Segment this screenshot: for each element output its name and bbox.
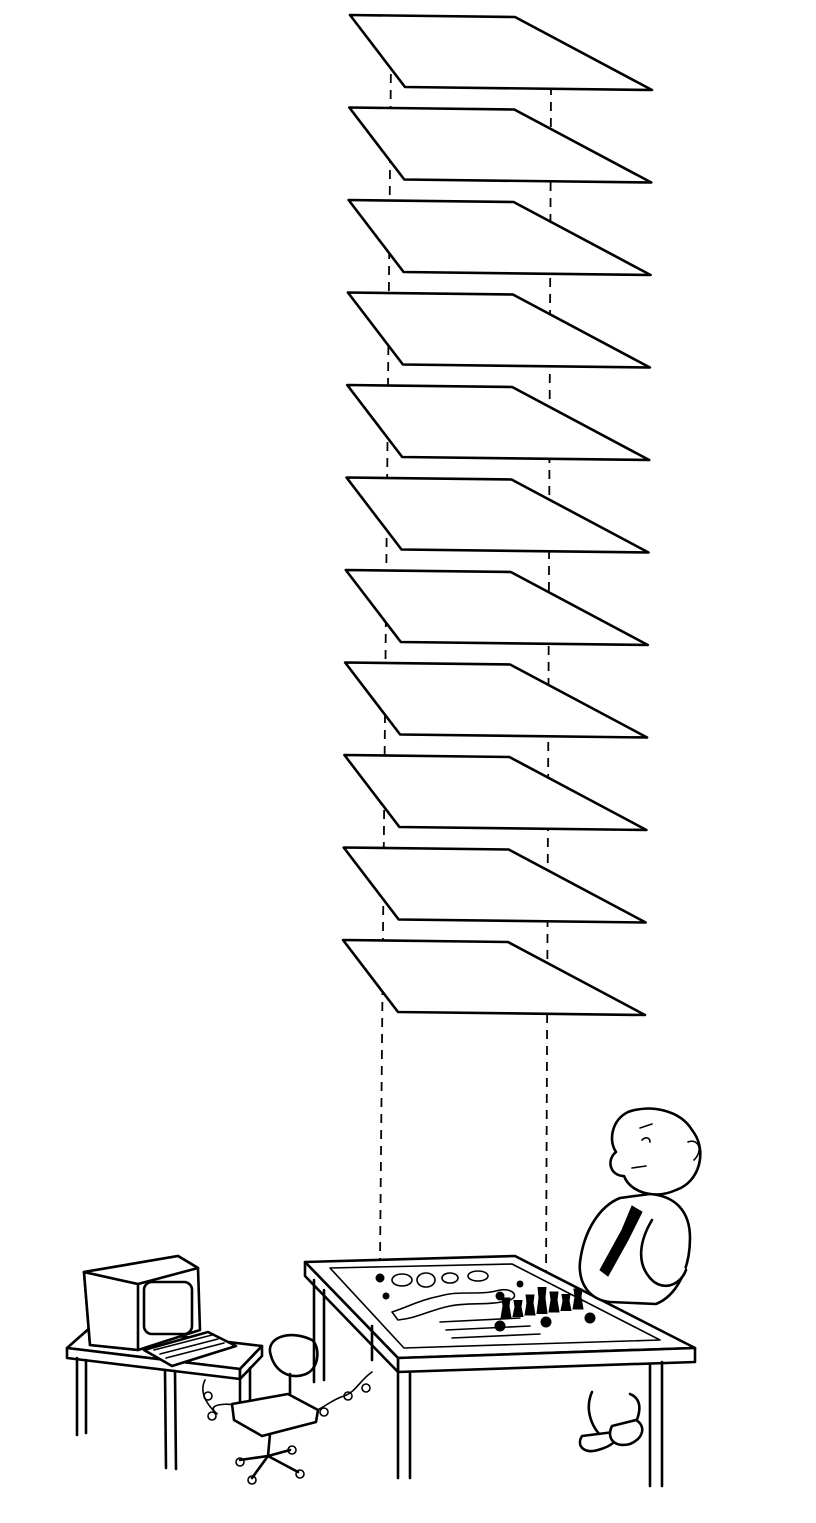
game-table xyxy=(303,1254,697,1488)
board-features xyxy=(391,1270,541,1339)
plane-layer-6 xyxy=(345,476,650,554)
monitor-side xyxy=(82,1270,140,1352)
board-border xyxy=(329,1263,661,1349)
plane-layer-4 xyxy=(346,291,652,369)
chess-piece xyxy=(494,1320,506,1332)
chess-piece xyxy=(524,1294,536,1316)
man-head xyxy=(609,1107,702,1196)
chess-piece xyxy=(512,1300,524,1317)
keyboard-keys xyxy=(153,1334,225,1359)
plane-layer-7 xyxy=(344,568,650,647)
chess-piece xyxy=(500,1297,512,1319)
plane-layer-10 xyxy=(342,846,648,924)
board-river xyxy=(391,1288,516,1321)
plane-layer-9 xyxy=(343,753,648,832)
chess-piece xyxy=(572,1288,584,1310)
computer-terminal xyxy=(82,1254,238,1368)
man-tie xyxy=(599,1205,643,1277)
monitor-screen xyxy=(142,1280,194,1336)
plane-layer-3 xyxy=(347,198,652,277)
plane-layer-5 xyxy=(345,383,651,462)
chess-piece xyxy=(548,1291,560,1313)
plane-layer-2 xyxy=(347,106,653,184)
man-mouth xyxy=(631,1165,647,1169)
man-eye xyxy=(641,1137,651,1143)
chair-seat xyxy=(230,1392,320,1438)
cable-loops xyxy=(203,1383,371,1421)
man-figure xyxy=(578,1107,702,1453)
projection-line-left xyxy=(379,57,392,1263)
man-shoe-2 xyxy=(608,1418,644,1447)
chess-piece xyxy=(584,1312,596,1324)
monitor-top xyxy=(82,1254,200,1286)
chess-piece xyxy=(536,1287,548,1314)
plane-layer-11 xyxy=(341,938,647,1017)
chair-base xyxy=(235,1445,305,1485)
office-chair xyxy=(230,1333,320,1485)
chair-back xyxy=(268,1333,319,1378)
man-eyebrow xyxy=(639,1123,653,1129)
plane-layer-8 xyxy=(343,661,649,739)
projection-line-right xyxy=(545,85,552,1289)
plane-layer-1 xyxy=(348,13,654,92)
man-arm xyxy=(639,1218,688,1288)
man-ear xyxy=(687,1140,700,1161)
projection-lines xyxy=(379,57,552,1289)
chess-piece xyxy=(540,1316,552,1328)
chess-piece xyxy=(560,1294,572,1311)
chess-pieces xyxy=(494,1287,596,1332)
stacked-planes xyxy=(341,13,654,1017)
